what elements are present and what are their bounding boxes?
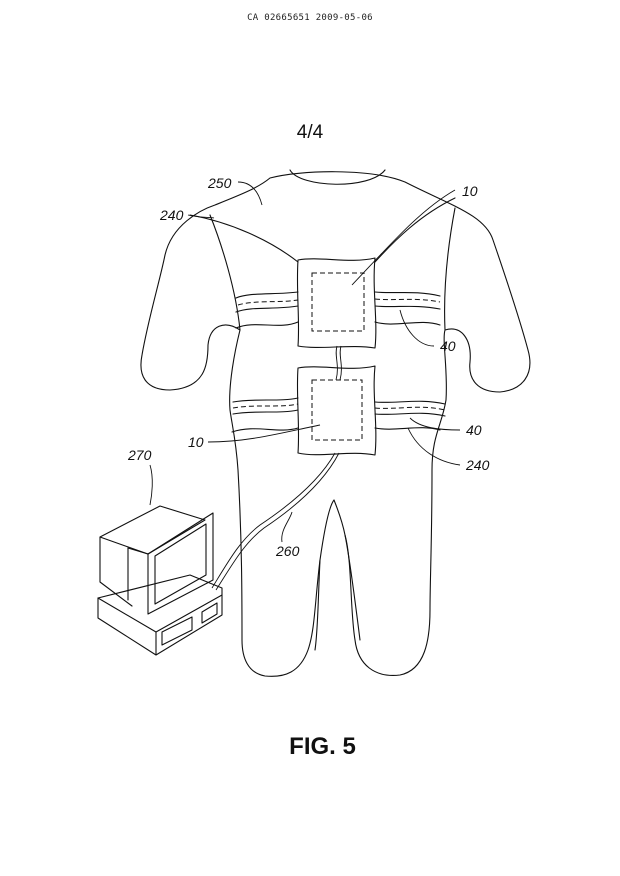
upper-belt: [236, 292, 440, 328]
ref-260: 260: [275, 543, 300, 559]
ref-250: 250: [207, 175, 232, 191]
ref-240-upper: 240: [159, 207, 184, 223]
upper-sensor-pad: [297, 258, 375, 348]
lower-belt: [232, 398, 445, 432]
ref-10-lower: 10: [188, 434, 204, 450]
pad-connector: [336, 346, 341, 380]
ref-40-lower: 40: [466, 422, 482, 438]
leader-lines: [150, 182, 460, 542]
figure-caption: FIG. 5: [0, 733, 620, 761]
ref-270: 270: [127, 447, 152, 463]
lower-sensor-pad: [297, 366, 375, 455]
ref-10-upper: 10: [462, 183, 478, 199]
ref-40-upper: 40: [440, 338, 456, 354]
computer-270: [98, 506, 222, 655]
ref-240-lower: 240: [465, 457, 490, 473]
